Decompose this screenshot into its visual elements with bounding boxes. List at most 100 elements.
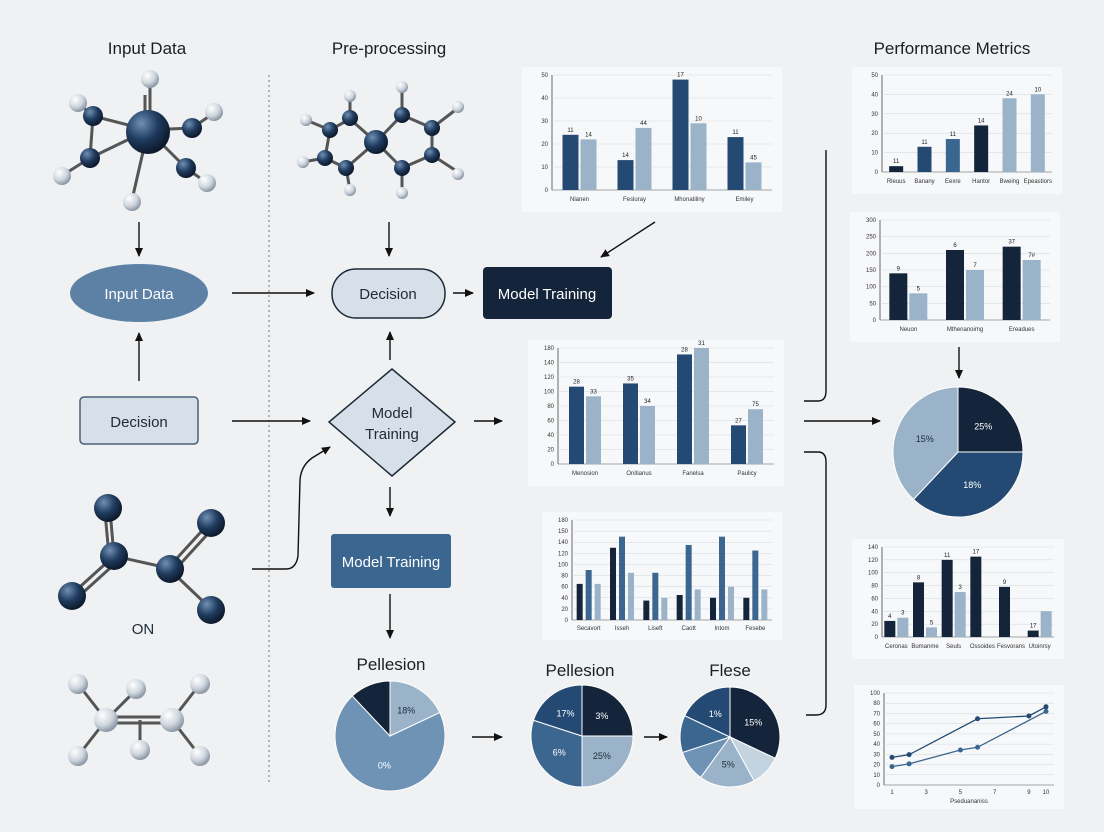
- node-model-training-mid[interactable]: Model Training: [331, 534, 451, 588]
- chart-e-y-tick: 20: [561, 607, 568, 613]
- chart-b-bar: [1002, 98, 1017, 172]
- chart-a-data-label: 44: [640, 121, 647, 127]
- pie-main: 25%18%15%: [892, 386, 1024, 518]
- chart-g-y-tick: 80: [873, 701, 880, 707]
- chart-a-y-tick: 30: [541, 119, 548, 125]
- chart-g-x-tick: 10: [1043, 790, 1050, 796]
- chart-e-y-tick: 40: [561, 596, 568, 602]
- chart-d-bar: [731, 425, 746, 464]
- chart-f-y-tick: 0: [875, 635, 879, 641]
- chart-c-x-tick: Mthenanoimg: [947, 327, 983, 333]
- chart-f-data-label: 8: [917, 575, 921, 581]
- chart-a-bar: [562, 134, 579, 190]
- chart-g-y-tick: 10: [873, 773, 880, 779]
- chart-c-data-label: 37: [1008, 240, 1015, 246]
- connector-lower: [804, 451, 827, 716]
- molecule-icon-preprocessing: [297, 81, 464, 199]
- chart-f-bar: [1040, 611, 1052, 637]
- pie-main-slice: [957, 386, 1024, 453]
- chart-a-data-label: 10: [695, 116, 702, 122]
- chart-f-y-tick: 140: [868, 545, 879, 551]
- chart-e-y-tick: 80: [561, 574, 568, 580]
- chart-d-y-tick: 0: [551, 462, 555, 468]
- chart-f-bar: [941, 559, 953, 637]
- on-label: ON: [132, 621, 155, 638]
- chart-e-bar: [719, 536, 725, 620]
- header-preprocessing: Pre-processing: [332, 39, 446, 58]
- chart-d-data-label: 75: [752, 402, 759, 408]
- chart-b-bar: [974, 125, 989, 172]
- chart-a-data-label: 45: [750, 155, 757, 161]
- chart-d-bar: [586, 396, 601, 464]
- pie-1-slice: [389, 680, 441, 737]
- chart-g-y-tick: 40: [873, 742, 880, 748]
- chart-g-x-tick: 9: [1027, 790, 1031, 796]
- node-input-data[interactable]: Input Data: [70, 264, 208, 322]
- chart-g-y-tick: 70: [873, 711, 880, 717]
- chart-f-data-label: 11: [944, 553, 951, 559]
- chart-f-bar: [913, 582, 924, 637]
- chart-a-data-label: 11: [567, 128, 574, 134]
- chart-a-data-label: 14: [622, 153, 629, 159]
- pie-1-slice: [351, 680, 391, 738]
- chart-e-y-tick: 60: [561, 585, 568, 591]
- chart-e-x-tick: Isseh: [615, 626, 629, 632]
- chart-f-x-tick: Bumanme: [911, 644, 939, 650]
- chart-g-point: [1026, 713, 1032, 719]
- node-decision-left[interactable]: Decision: [79, 396, 199, 445]
- chart-c: 05010015020025030095Neuon67Mthenanoimg37…: [850, 212, 1060, 342]
- chart-d-y-tick: 120: [544, 375, 555, 381]
- chart-e-y-tick: 100: [558, 562, 569, 568]
- chart-d-bar: [677, 354, 692, 464]
- chart-g-y-tick: 20: [873, 763, 880, 769]
- node-decision-pill[interactable]: Decision: [331, 268, 446, 319]
- chart-a-y-tick: 20: [541, 142, 548, 148]
- chart-b-data-label: 10: [1034, 87, 1041, 93]
- chart-d-bar: [694, 348, 709, 464]
- chart-d-data-label: 27: [735, 418, 742, 424]
- chart-a-bar: [672, 79, 689, 190]
- pie-main-slice-label: 25%: [974, 422, 992, 432]
- pie-3-slice-label: 15%: [744, 717, 762, 727]
- chart-e-y-tick: 180: [558, 518, 569, 524]
- pie-2-slice: [581, 684, 634, 737]
- header-input-data: Input Data: [108, 39, 187, 58]
- chart-d-bar: [623, 383, 638, 464]
- chart-g-x-tick: 3: [925, 790, 929, 796]
- chart-f-bar: [884, 620, 896, 637]
- chart-f-x-tick: Ceronas: [885, 644, 908, 650]
- pie-1: 18%0%: [334, 680, 446, 792]
- chart-b: 0102030405011Rleuus11Banany11Eexre14Hant…: [852, 67, 1062, 194]
- chart-b-data-label: 11: [950, 132, 957, 138]
- chart-g-point: [906, 752, 912, 758]
- chart-e-bar: [576, 583, 583, 620]
- chart-c-bar: [966, 270, 984, 320]
- chart-d-data-label: 28: [681, 347, 688, 353]
- charts-group: 010203040501114Nlanen1444Fesluray1710Mho…: [334, 67, 1064, 809]
- chart-b-data-label: 14: [978, 118, 985, 124]
- chart-b-y-tick: 0: [875, 170, 879, 176]
- node-diamond-label-line1: Model: [372, 405, 413, 422]
- chart-f-data-label: 17: [1030, 624, 1037, 630]
- chart-c-data-label: 7: [973, 263, 977, 269]
- chart-c-y-tick: 250: [866, 235, 877, 241]
- pie-3-slice-label: 1%: [709, 709, 722, 719]
- chart-a-y-tick: 50: [541, 73, 548, 79]
- chart-c-bar: [946, 250, 964, 320]
- chart-b-x-tick: Bweing: [1000, 179, 1020, 185]
- chart-b-x-tick: Rleuus: [887, 179, 906, 185]
- chart-e-bar: [661, 597, 668, 620]
- chart-f-bar: [897, 617, 909, 637]
- chart-c-bar: [1002, 246, 1021, 320]
- chart-g-point: [975, 744, 981, 750]
- pie1-title: Pellesion: [357, 655, 426, 674]
- node-model-training-diamond[interactable]: Model Training: [327, 368, 457, 477]
- chart-f-data-label: 9: [1003, 580, 1007, 586]
- chart-e-y-tick: 150: [558, 529, 569, 535]
- node-model-training-dark[interactable]: Model Training: [483, 267, 612, 319]
- molecule-icon-dark: [58, 494, 225, 624]
- pie-2-slice-label: 17%: [557, 708, 575, 718]
- chart-a-y-tick: 0: [545, 188, 549, 194]
- chart-f-bar: [970, 556, 982, 637]
- pie-main-slice-label: 18%: [963, 480, 981, 490]
